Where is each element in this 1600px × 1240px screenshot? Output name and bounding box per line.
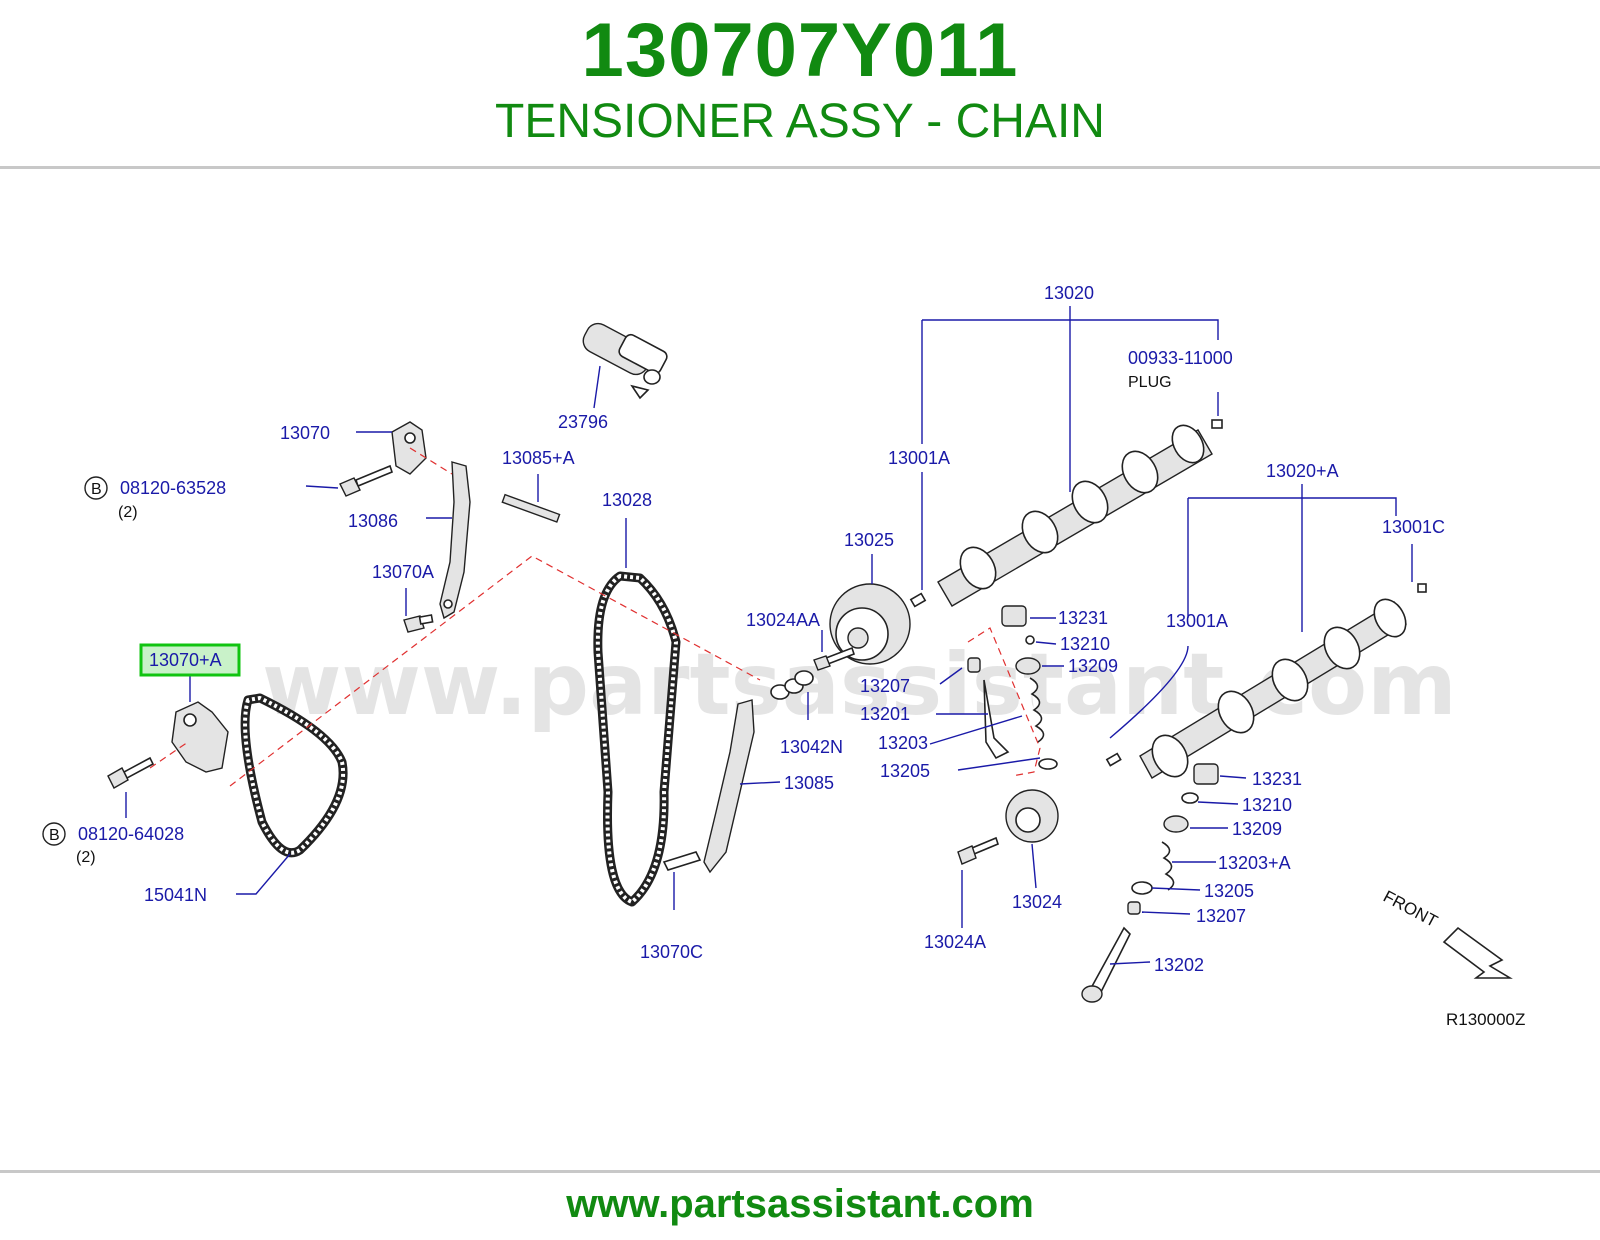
callout-13086[interactable]: 13086	[348, 511, 398, 531]
callout-13209-lower[interactable]: 13209	[1232, 819, 1282, 839]
front-arrow-icon: FRONT	[1380, 887, 1513, 979]
sprocket-bolt-part	[813, 646, 856, 671]
callout-08120-64028[interactable]: 08120-64028	[78, 824, 184, 844]
callout-13210-lower[interactable]: 13210	[1242, 795, 1292, 815]
callout-13207-upper[interactable]: 13207	[860, 676, 910, 696]
page-header: 130707Y011 TENSIONER ASSY - CHAIN	[0, 0, 1600, 170]
guide-bolt-part	[403, 614, 434, 633]
callout-13207-lower[interactable]: 13207	[1196, 906, 1246, 926]
parts-diagram: www.partsassistant.com	[42, 283, 1525, 1029]
highlight-box	[139, 643, 241, 677]
upper-timing-chain-part	[593, 571, 681, 907]
callout-13070a[interactable]: 13070A	[372, 562, 434, 582]
callout-13020[interactable]: 13020	[1044, 283, 1094, 303]
callout-13205-upper[interactable]: 13205	[880, 761, 930, 781]
intake-camshaft-part	[909, 419, 1223, 608]
callout-13231-upper[interactable]: 13231	[1058, 608, 1108, 628]
callout-13085[interactable]: 13085	[784, 773, 834, 793]
footer-divider	[0, 1170, 1600, 1173]
cam-sprocket-part	[829, 583, 911, 665]
quantity-upper: (2)	[118, 504, 138, 521]
callout-13042n[interactable]: 13042N	[780, 737, 843, 757]
front-label: FRONT	[1380, 887, 1441, 931]
callout-00933-11000[interactable]: 00933-11000	[1128, 348, 1233, 368]
callout-13001a-lower[interactable]: 13001A	[1166, 611, 1228, 631]
quantity-lower: (2)	[76, 849, 96, 866]
callout-13085-plus-a[interactable]: 13085+A	[502, 448, 575, 468]
callout-13020-plus-a[interactable]: 13020+A	[1266, 461, 1339, 481]
svg-text:B: B	[91, 481, 102, 498]
leader-lines	[125, 306, 1413, 965]
callout-23796[interactable]: 23796	[558, 412, 608, 432]
callout-13024a[interactable]: 13024A	[924, 932, 986, 952]
part-name-subtitle: TENSIONER ASSY - CHAIN	[495, 95, 1105, 148]
callout-13024[interactable]: 13024	[1012, 892, 1062, 912]
slipper-part	[501, 493, 561, 523]
callout-13210-upper[interactable]: 13210	[1060, 634, 1110, 654]
callout-13202[interactable]: 13202	[1154, 955, 1204, 975]
bolt-marker-upper: B	[84, 476, 108, 500]
callout-13209-upper[interactable]: 13209	[1068, 656, 1118, 676]
callout-13070c[interactable]: 13070C	[640, 942, 703, 962]
exhaust-sprocket-part	[1005, 789, 1059, 843]
cam-position-sensor-part	[582, 322, 668, 400]
footer-website-link[interactable]: www.partsassistant.com	[566, 1182, 1034, 1226]
lower-tensioner-part	[171, 701, 229, 773]
lower-chain-guide-part	[662, 699, 755, 874]
callout-13001a-upper[interactable]: 13001A	[888, 448, 950, 468]
callout-13203-plus-a[interactable]: 13203+A	[1218, 853, 1291, 873]
assembly-line-lower	[149, 741, 189, 769]
bolt-marker-lower: B	[42, 822, 66, 846]
callout-13025[interactable]: 13025	[844, 530, 894, 550]
callout-15041n[interactable]: 15041N	[144, 885, 207, 905]
callout-13231-lower[interactable]: 13231	[1252, 769, 1302, 789]
callout-13203[interactable]: 13203	[878, 733, 928, 753]
washers-part	[770, 670, 814, 700]
plug-note: PLUG	[1128, 374, 1172, 391]
callout-13201[interactable]: 13201	[860, 704, 910, 724]
bolt-lower-part	[107, 756, 155, 789]
callout-13024aa[interactable]: 13024AA	[746, 610, 820, 630]
callout-08120-63528[interactable]: 08120-63528	[120, 478, 226, 498]
bolt-upper-part	[339, 464, 393, 497]
exhaust-camshaft-part	[1105, 583, 1427, 779]
lower-timing-chain-part	[240, 693, 348, 858]
assembly-line-main	[229, 555, 761, 787]
callout-13001c[interactable]: 13001C	[1382, 517, 1445, 537]
valve-group-lower-part	[1081, 763, 1219, 1003]
callout-13028[interactable]: 13028	[602, 490, 652, 510]
header-divider	[0, 166, 1600, 169]
upper-tensioner-part	[391, 421, 427, 475]
upper-chain-guide-part	[439, 461, 471, 620]
assembly-line-upper	[409, 447, 453, 475]
svg-text:B: B	[49, 827, 60, 844]
exhaust-sprocket-bolt-part	[957, 836, 999, 865]
callout-13070-plus-a[interactable]: 13070+A	[149, 650, 222, 670]
part-number-title: 130707Y011	[581, 8, 1019, 93]
callout-13070[interactable]: 13070	[280, 423, 330, 443]
callout-13205-lower[interactable]: 13205	[1204, 881, 1254, 901]
valve-group-upper-part	[967, 605, 1058, 777]
diagram-reference-code: R130000Z	[1446, 1010, 1525, 1029]
